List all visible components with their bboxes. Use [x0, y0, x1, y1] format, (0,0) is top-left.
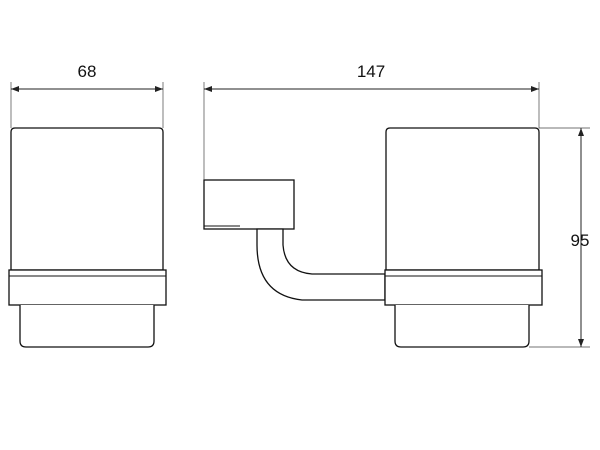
wall-mount-bracket [203, 179, 386, 301]
mount-block [203, 179, 295, 230]
left-cup-ring [8, 269, 167, 306]
right-cup-glass [385, 127, 540, 271]
dim-arrow-right [531, 86, 539, 92]
left-cup-base [19, 305, 155, 348]
right-cup-base [394, 305, 530, 348]
right-cup-ring [384, 269, 543, 306]
dim-label-95: 95 [571, 231, 590, 250]
dim-arrow-right [155, 86, 163, 92]
dim-arrow-left [11, 86, 19, 92]
dimension-overall-width: 147 [203, 62, 540, 180]
left-cup [8, 127, 167, 348]
dim-arrow-left [204, 86, 212, 92]
right-cup [384, 127, 543, 348]
dimension-left-cup-width: 68 [10, 62, 164, 128]
dim-arrow-top [578, 128, 584, 136]
dim-label-68: 68 [78, 62, 97, 81]
support-arm [256, 228, 386, 301]
dimension-height: 95 [529, 127, 590, 348]
dim-label-147: 147 [357, 62, 385, 81]
left-cup-glass [10, 127, 164, 271]
dim-arrow-bottom [578, 339, 584, 347]
